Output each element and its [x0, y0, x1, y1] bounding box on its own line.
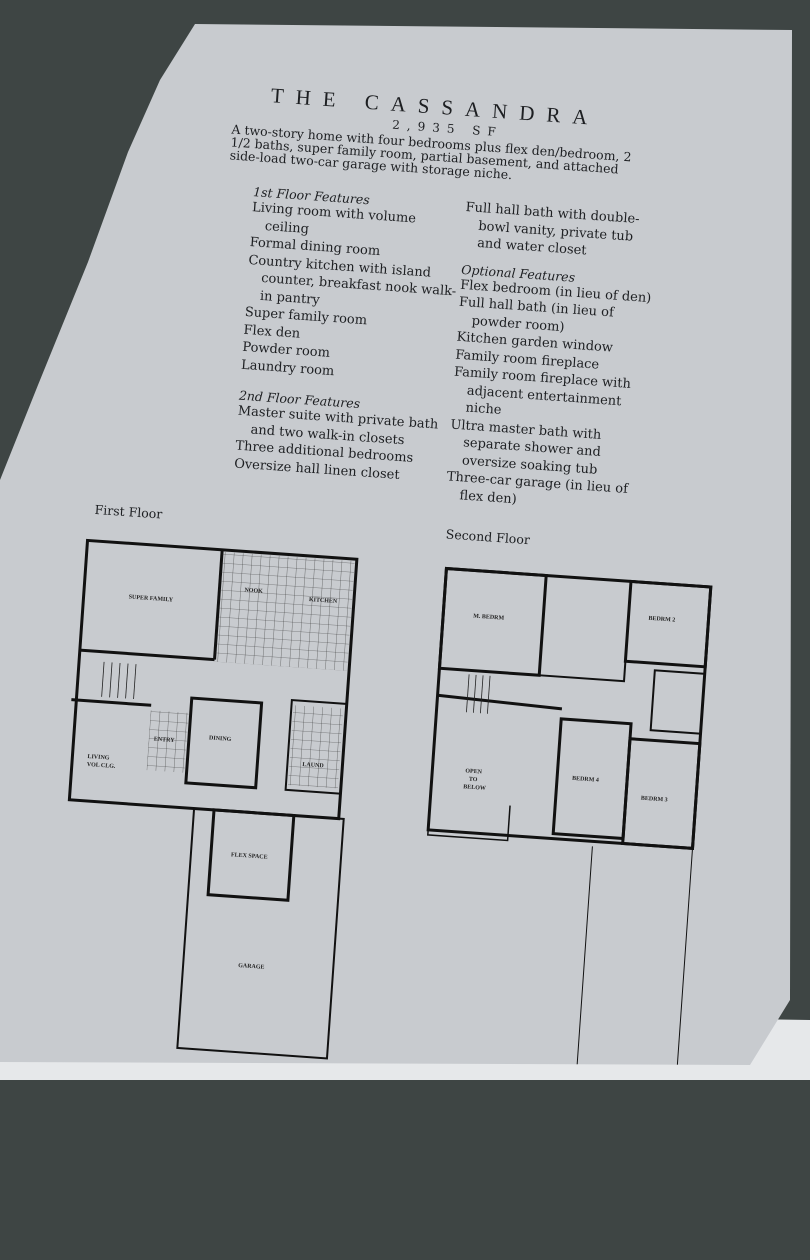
room-bedroom-2: BEDRM 2: [648, 616, 675, 624]
room-entry: ENTRY: [154, 737, 176, 744]
laundry-tile: [287, 705, 344, 789]
second-floor-label: Second Floor: [445, 526, 531, 548]
room-master-bedroom: M. BEDRM: [473, 614, 505, 622]
brochure-page: THE CASSANDRA 2,935 SF A two-story home …: [0, 24, 792, 1065]
room-bedroom-3: BEDRM 3: [641, 796, 668, 804]
room-bedroom-4: BEDRM 4: [572, 776, 599, 784]
kitchen-tile: [214, 551, 355, 671]
open-to-below-line3: BELOW: [463, 784, 486, 792]
room-kitchen: KITCHEN: [309, 597, 338, 605]
right-column-features: Full hall bath with double-bowl vanity, …: [445, 199, 661, 517]
room-garage: GARAGE: [238, 963, 265, 971]
room-dining: DINING: [209, 735, 232, 743]
first-floor-plan: SUPER FAMILY NOOK KITCHEN DINING ENTRY L…: [67, 538, 359, 1060]
room-laundry: LAUND: [302, 762, 324, 770]
entry-tile: [146, 710, 189, 773]
open-to-below-line2: TO: [469, 777, 478, 784]
first-floor-features: 1st Floor Features Living room with volu…: [234, 184, 464, 487]
room-nook: NOOK: [244, 587, 263, 594]
room-super-family: SUPER FAMILY: [128, 594, 173, 603]
open-to-below-line1: OPEN: [465, 768, 483, 775]
room-living: LIVING: [87, 754, 110, 762]
room-living-sub: VOL CLG.: [87, 762, 116, 770]
second-floor-plan: M. BEDRM BEDRM 2 BEDRM 3 BEDRM 4 OPEN TO…: [426, 566, 713, 1065]
room-flex-space: FLEX SPACE: [231, 852, 268, 861]
feature-item: Full hall bath with double-bowl vanity, …: [465, 200, 641, 259]
first-floor-label: First Floor: [94, 501, 163, 522]
